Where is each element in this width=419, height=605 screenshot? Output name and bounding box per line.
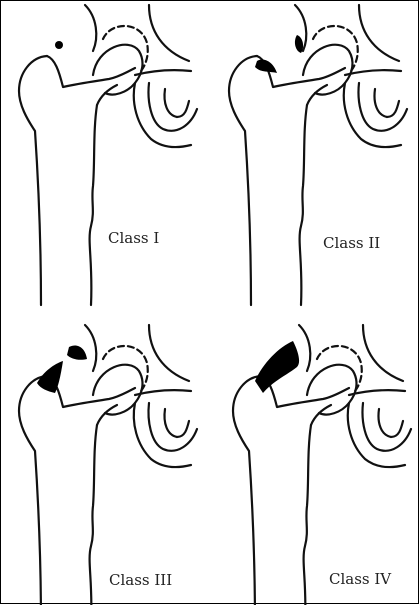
panel-label-class-4: Class IV [329, 570, 391, 588]
ossification-bridge [255, 341, 299, 393]
ossification-patch [295, 35, 303, 53]
panel-label-class-3: Class III [109, 571, 172, 589]
panel-label-class-1: Class I [108, 229, 159, 247]
hip-diagram-class-3 [19, 325, 197, 605]
ossification-patch [67, 346, 87, 360]
hip-diagram-class-2 [229, 5, 407, 305]
panel-label-class-2: Class II [323, 234, 380, 252]
ossification-dot [55, 41, 63, 49]
hip-diagram-class-1 [19, 5, 197, 305]
ossification-patch [255, 60, 277, 74]
hip-diagram-class-4 [233, 325, 411, 605]
